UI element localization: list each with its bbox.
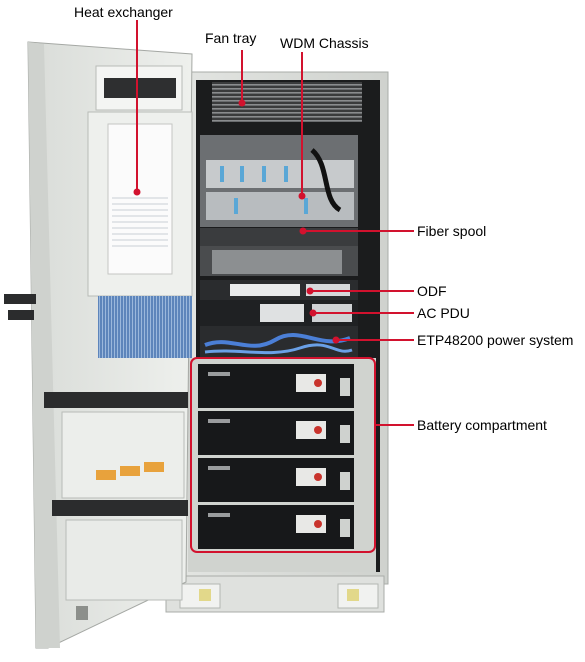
battery-highlight-box bbox=[190, 357, 376, 553]
label-fan-tray: Fan tray bbox=[205, 30, 257, 46]
battery-stack bbox=[198, 364, 354, 549]
label-wdm-chassis: WDM Chassis bbox=[280, 35, 369, 51]
fiber-spool-tray bbox=[200, 228, 358, 246]
battery-module bbox=[198, 411, 354, 455]
cabinet-door bbox=[4, 41, 193, 649]
label-etp48200-power-system: ETP48200 power system bbox=[417, 332, 574, 348]
label-fiber-spool: Fiber spool bbox=[417, 223, 487, 239]
fan-tray-vent bbox=[212, 82, 362, 122]
label-battery-compartment: Battery compartment bbox=[417, 417, 547, 433]
label-odf: ODF bbox=[417, 283, 447, 299]
battery-module bbox=[198, 364, 354, 408]
label-heat-exchanger: Heat exchanger bbox=[74, 4, 173, 20]
battery-module bbox=[198, 458, 354, 502]
label-ac-pdu: AC PDU bbox=[417, 305, 470, 321]
heat-exchanger-filter bbox=[98, 296, 192, 358]
callout-lines bbox=[136, 20, 414, 553]
wdm-chassis bbox=[200, 135, 358, 227]
battery-module bbox=[198, 505, 354, 549]
callout-dots bbox=[133, 99, 340, 344]
